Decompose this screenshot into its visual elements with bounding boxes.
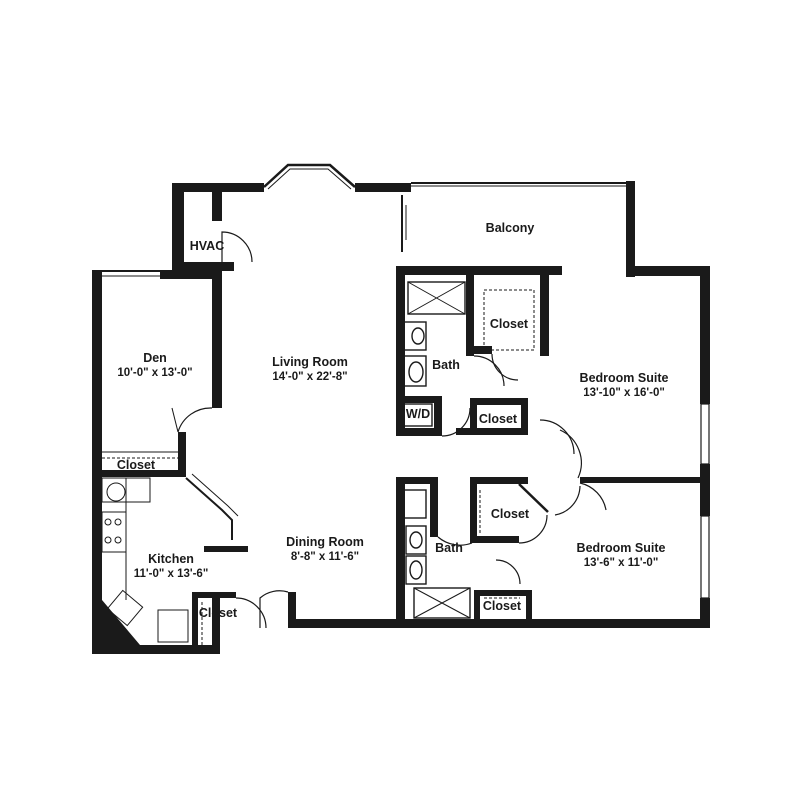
living-room-label: Living Room [272, 355, 348, 369]
doors [171, 195, 607, 629]
washer-dryer-label: W/D [406, 407, 430, 421]
balcony-label: Balcony [486, 221, 535, 235]
den-label: Den [143, 351, 167, 365]
kitchen-size: 11'-0" x 13'-6" [134, 568, 209, 580]
bedroom-suite-1-size: 13'-10" x 16'-0" [583, 387, 665, 399]
room-labels: Balcony HVAC Den 10'-0" x 13'-0" Living … [117, 221, 669, 620]
bedroom-suite-2-label: Bedroom Suite [577, 541, 666, 555]
bath-1-label: Bath [432, 358, 460, 372]
kitchen-label: Kitchen [148, 552, 194, 566]
hvac-label: HVAC [190, 239, 225, 253]
bedroom-suite-2-size: 13'-6" x 11'-0" [584, 557, 659, 569]
dining-room-label: Dining Room [286, 535, 364, 549]
windows [100, 163, 710, 599]
closet-kitchen-label: Closet [199, 606, 238, 620]
bath-2-label: Bath [435, 541, 463, 555]
closet-master-label: Closet [490, 317, 529, 331]
closet-den-label: Closet [117, 458, 156, 472]
fixtures [101, 281, 535, 645]
living-room-size: 14'-0" x 22'-8" [272, 371, 347, 383]
den-size: 10'-0" x 13'-0" [117, 367, 192, 379]
bedroom-suite-1-label: Bedroom Suite [580, 371, 669, 385]
closet-hall-label: Closet [479, 412, 518, 426]
dining-room-size: 8'-8" x 11'-6" [291, 551, 359, 563]
walls [92, 181, 710, 654]
closet-bedroom-2-label: Closet [491, 507, 530, 521]
closet-bath-2-label: Closet [483, 599, 522, 613]
